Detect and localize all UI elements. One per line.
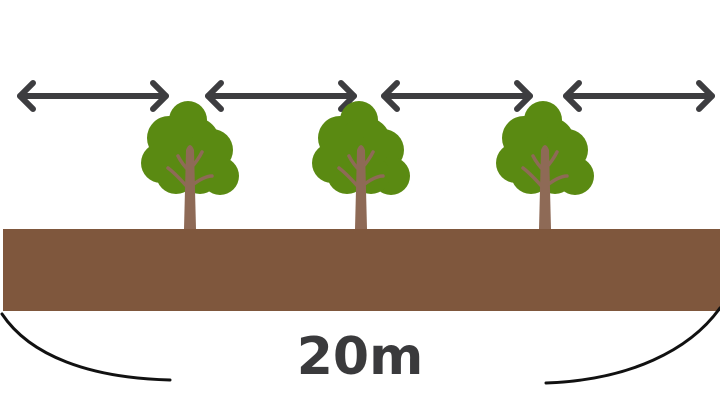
arrow-head-left	[205, 80, 224, 112]
tree-branch	[166, 166, 192, 192]
arrow-head-right	[514, 80, 533, 112]
tree-branch	[189, 150, 204, 170]
tree-branch	[176, 154, 192, 174]
tree-branch	[521, 166, 547, 192]
tree-branch	[360, 174, 385, 188]
tree-branch	[189, 174, 214, 188]
spacing-arrow-2	[205, 80, 357, 112]
arrow-head-right	[338, 80, 357, 112]
tree-branch	[544, 174, 569, 188]
tree-branch	[544, 150, 559, 170]
spacing-arrow-3	[381, 80, 533, 112]
width-measurement-label: 20m	[296, 327, 424, 387]
tree-branch	[337, 166, 363, 192]
spacing-arrow-4	[563, 80, 715, 112]
tree-branch	[347, 154, 363, 174]
arrow-head-right	[696, 80, 715, 112]
tree-icon	[141, 101, 239, 229]
spacing-arrow-1	[17, 80, 169, 112]
trees	[141, 101, 594, 229]
soil-strip	[3, 229, 720, 311]
tree-branch	[531, 154, 547, 174]
tree-icon	[496, 101, 594, 229]
spacing-arrows	[17, 80, 715, 112]
left-curved-brace-icon	[0, 312, 172, 382]
arrow-head-left	[17, 80, 36, 112]
tree-icon	[312, 101, 410, 229]
arrow-head-left	[563, 80, 582, 112]
arrow-head-right	[150, 80, 169, 112]
arrow-head-left	[381, 80, 400, 112]
right-curved-brace-icon	[544, 306, 720, 385]
tree-branch	[360, 150, 375, 170]
